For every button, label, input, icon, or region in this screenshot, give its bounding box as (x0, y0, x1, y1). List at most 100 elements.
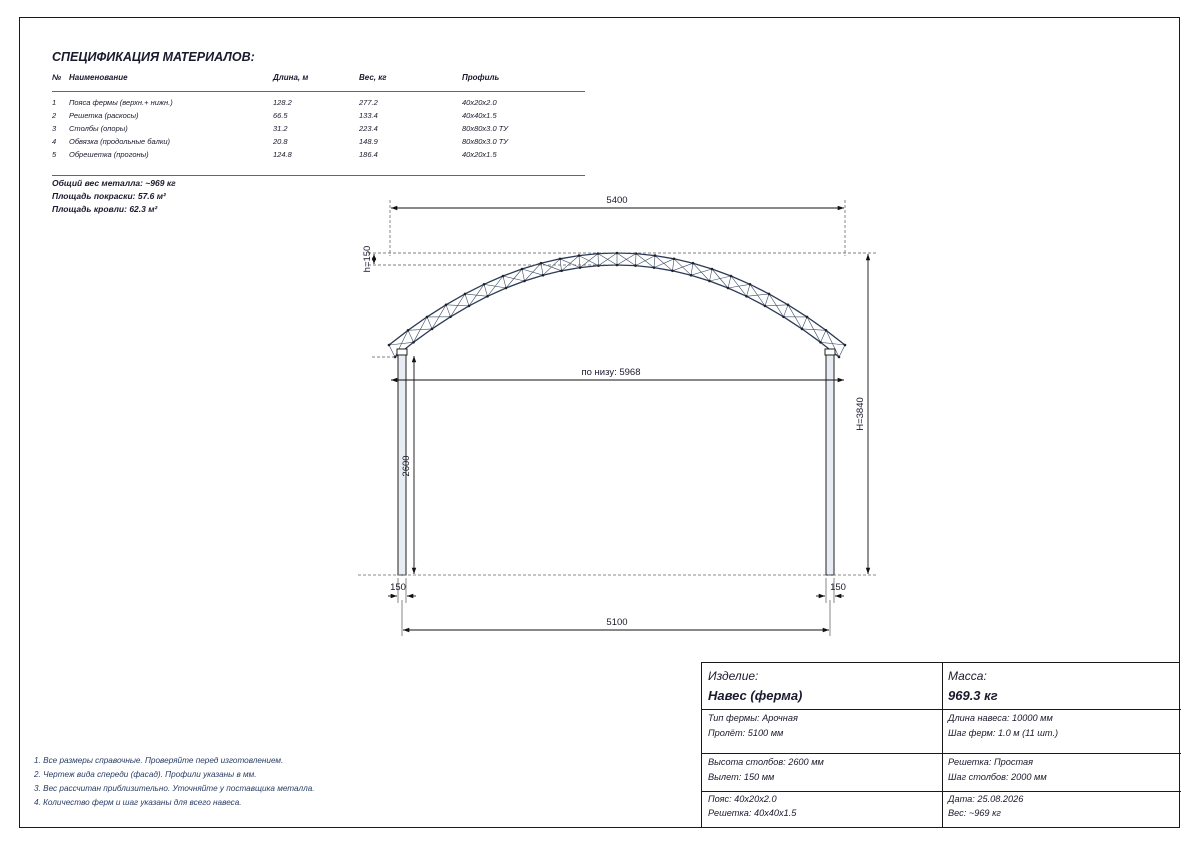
truss-node (824, 329, 828, 332)
post-height: Высота столбов: 2600 мм (708, 757, 824, 767)
weight-summary: Вес: ~969 кг (948, 808, 1001, 818)
truss-post (635, 253, 637, 266)
drawing-frame (19, 17, 1180, 828)
canopy-length: Длина навеса: 10000 мм (948, 713, 1053, 723)
truss-node (539, 261, 543, 265)
truss-node (425, 315, 429, 319)
dim-h-label: h=150 (362, 246, 373, 273)
spec-cell-no: 2 (52, 111, 57, 120)
truss-post (464, 293, 470, 306)
spec-col-no: № (52, 73, 62, 82)
truss-node (672, 257, 676, 261)
spec-cell-profile: 40x20x1.5 (462, 150, 497, 159)
truss-diagonal (616, 253, 637, 266)
spec-cell-no: 4 (52, 137, 57, 146)
dim-total-height-label: H=3840 (855, 397, 866, 431)
title-block-rule (702, 791, 1181, 792)
dim-span-label: 5100 (606, 617, 627, 628)
truss-diagonal (672, 262, 694, 272)
truss-node (578, 266, 582, 269)
truss-post (597, 253, 599, 266)
truss-node (671, 269, 674, 273)
truss-diagonal (450, 293, 466, 317)
spec-cell-no: 5 (52, 150, 57, 159)
truss-post (672, 258, 675, 271)
truss-node (523, 279, 526, 283)
span-value: Пролёт: 5100 мм (708, 728, 784, 738)
roof-area: Площадь кровли: 62.3 м² (52, 204, 158, 214)
truss-node (467, 304, 471, 308)
truss-type: Тип фермы: Арочная (708, 713, 798, 723)
truss-post (407, 330, 414, 343)
note-line: 2. Чертеж вида спереди (фасад). Профили … (34, 770, 257, 779)
title-block: Изделие: Навес (ферма) Масса: 969.3 кг Т… (701, 662, 1181, 828)
truss-diagonal (820, 342, 846, 346)
spec-col-weight: Вес, кг (359, 73, 387, 82)
truss-post (521, 268, 525, 282)
spec-cell-weight: 223.4 (359, 124, 378, 133)
spec-cell-name: Решетка (раскосы) (69, 111, 139, 120)
spec-row: 4 Обвязка (продольные балки) 20.8 148.9 … (0, 137, 600, 150)
title-block-rule (702, 753, 1181, 754)
spec-cell-no: 3 (52, 124, 57, 133)
truss-node (708, 279, 711, 283)
truss-post (801, 316, 808, 330)
truss-diagonal (690, 268, 713, 276)
spec-cell-length: 128.2 (273, 98, 292, 107)
truss-post (709, 268, 713, 282)
spec-cell-weight: 186.4 (359, 150, 378, 159)
paint-area: Площадь покраски: 57.6 м² (52, 191, 166, 201)
spec-row: 2 Решетка (раскосы) 66.5 133.4 40x40x1.5 (0, 111, 600, 124)
truss-diagonal (542, 258, 561, 276)
truss-node (786, 303, 790, 307)
truss-node (782, 315, 785, 319)
post-cap-left (396, 348, 408, 356)
truss-node (541, 273, 545, 277)
truss-diagonal (653, 258, 675, 268)
date: Дата: 25.08.2026 (948, 794, 1024, 804)
truss-node (449, 315, 452, 319)
truss-node (558, 257, 562, 261)
truss-post (445, 304, 451, 317)
truss-post (502, 275, 507, 289)
truss-diagonal (598, 252, 618, 266)
truss-node (387, 343, 391, 347)
top-chord (388, 252, 846, 346)
spec-cell-weight: 148.9 (359, 137, 378, 146)
truss-node (486, 295, 489, 298)
truss-node (726, 286, 730, 290)
spec-cell-profile: 40x40x1.5 (462, 111, 497, 120)
spec-cell-weight: 277.2 (359, 98, 378, 107)
truss-node (653, 254, 657, 257)
spec-col-name: Наименование (69, 73, 128, 82)
truss-node (729, 274, 733, 278)
truss-node (763, 304, 767, 308)
truss-diagonal (524, 262, 542, 282)
spec-cell-name: Обрешетка (прогоны) (69, 150, 149, 159)
truss-node (745, 295, 748, 298)
post-step: Шаг столбов: 2000 мм (948, 772, 1047, 782)
lattice-type: Решетка: Простая (948, 757, 1034, 767)
overhang: Вылет: 150 мм (708, 772, 775, 782)
spec-cell-no: 1 (52, 98, 57, 107)
truss-node (520, 267, 524, 271)
mass-label: Масса: (948, 669, 987, 683)
spec-row: 1 Пояса фермы (верхн.+ нижн.) 128.2 277.… (0, 98, 600, 111)
truss-diagonal (487, 275, 504, 297)
truss-node (444, 303, 448, 307)
truss-node (843, 343, 847, 347)
truss-diagonal (561, 255, 580, 272)
dim-post-height-label: 2600 (401, 455, 412, 476)
truss-node (805, 315, 809, 319)
truss-node (652, 266, 656, 269)
spec-row: 5 Обрешетка (прогоны) 124.8 186.4 40x20x… (0, 150, 600, 163)
truss-node (615, 251, 619, 255)
truss-post (426, 316, 433, 330)
truss-diagonal (505, 268, 523, 289)
arch-truss (387, 251, 847, 359)
post-right (825, 354, 835, 576)
truss-post (838, 344, 846, 358)
truss-node (710, 267, 714, 271)
truss-diagonal (801, 328, 827, 331)
